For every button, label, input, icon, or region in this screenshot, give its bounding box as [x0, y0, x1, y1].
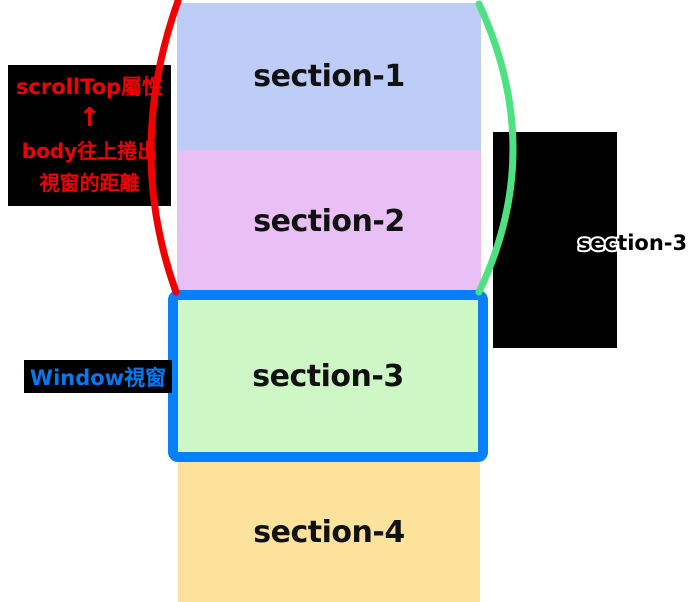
section-3-label: section-3: [252, 358, 404, 394]
scrolltop-property-text: scrollTop屬性: [15, 74, 164, 99]
section-3-callout-box: [493, 132, 617, 348]
section-1-label: section-1: [253, 59, 405, 94]
section-4-label: section-4: [253, 514, 405, 550]
window-viewport-label-box: Window視窗: [24, 360, 172, 393]
section-2-block: section-2: [177, 150, 481, 293]
section-1-block: section-1: [177, 3, 481, 150]
up-arrow-icon: ↑: [78, 103, 101, 134]
scroll-distance-text-line1: body往上捲出: [21, 138, 158, 163]
section-2-label: section-2: [253, 204, 405, 239]
scroll-distance-text-line2: 視窗的距離: [39, 171, 140, 196]
section-4-block: section-4: [178, 462, 480, 602]
window-viewport-frame: section-3: [168, 290, 488, 462]
scrolltop-label-box: scrollTop屬性 ↑ body往上捲出 視窗的距離: [8, 65, 171, 206]
window-viewport-label: Window視窗: [29, 365, 167, 390]
